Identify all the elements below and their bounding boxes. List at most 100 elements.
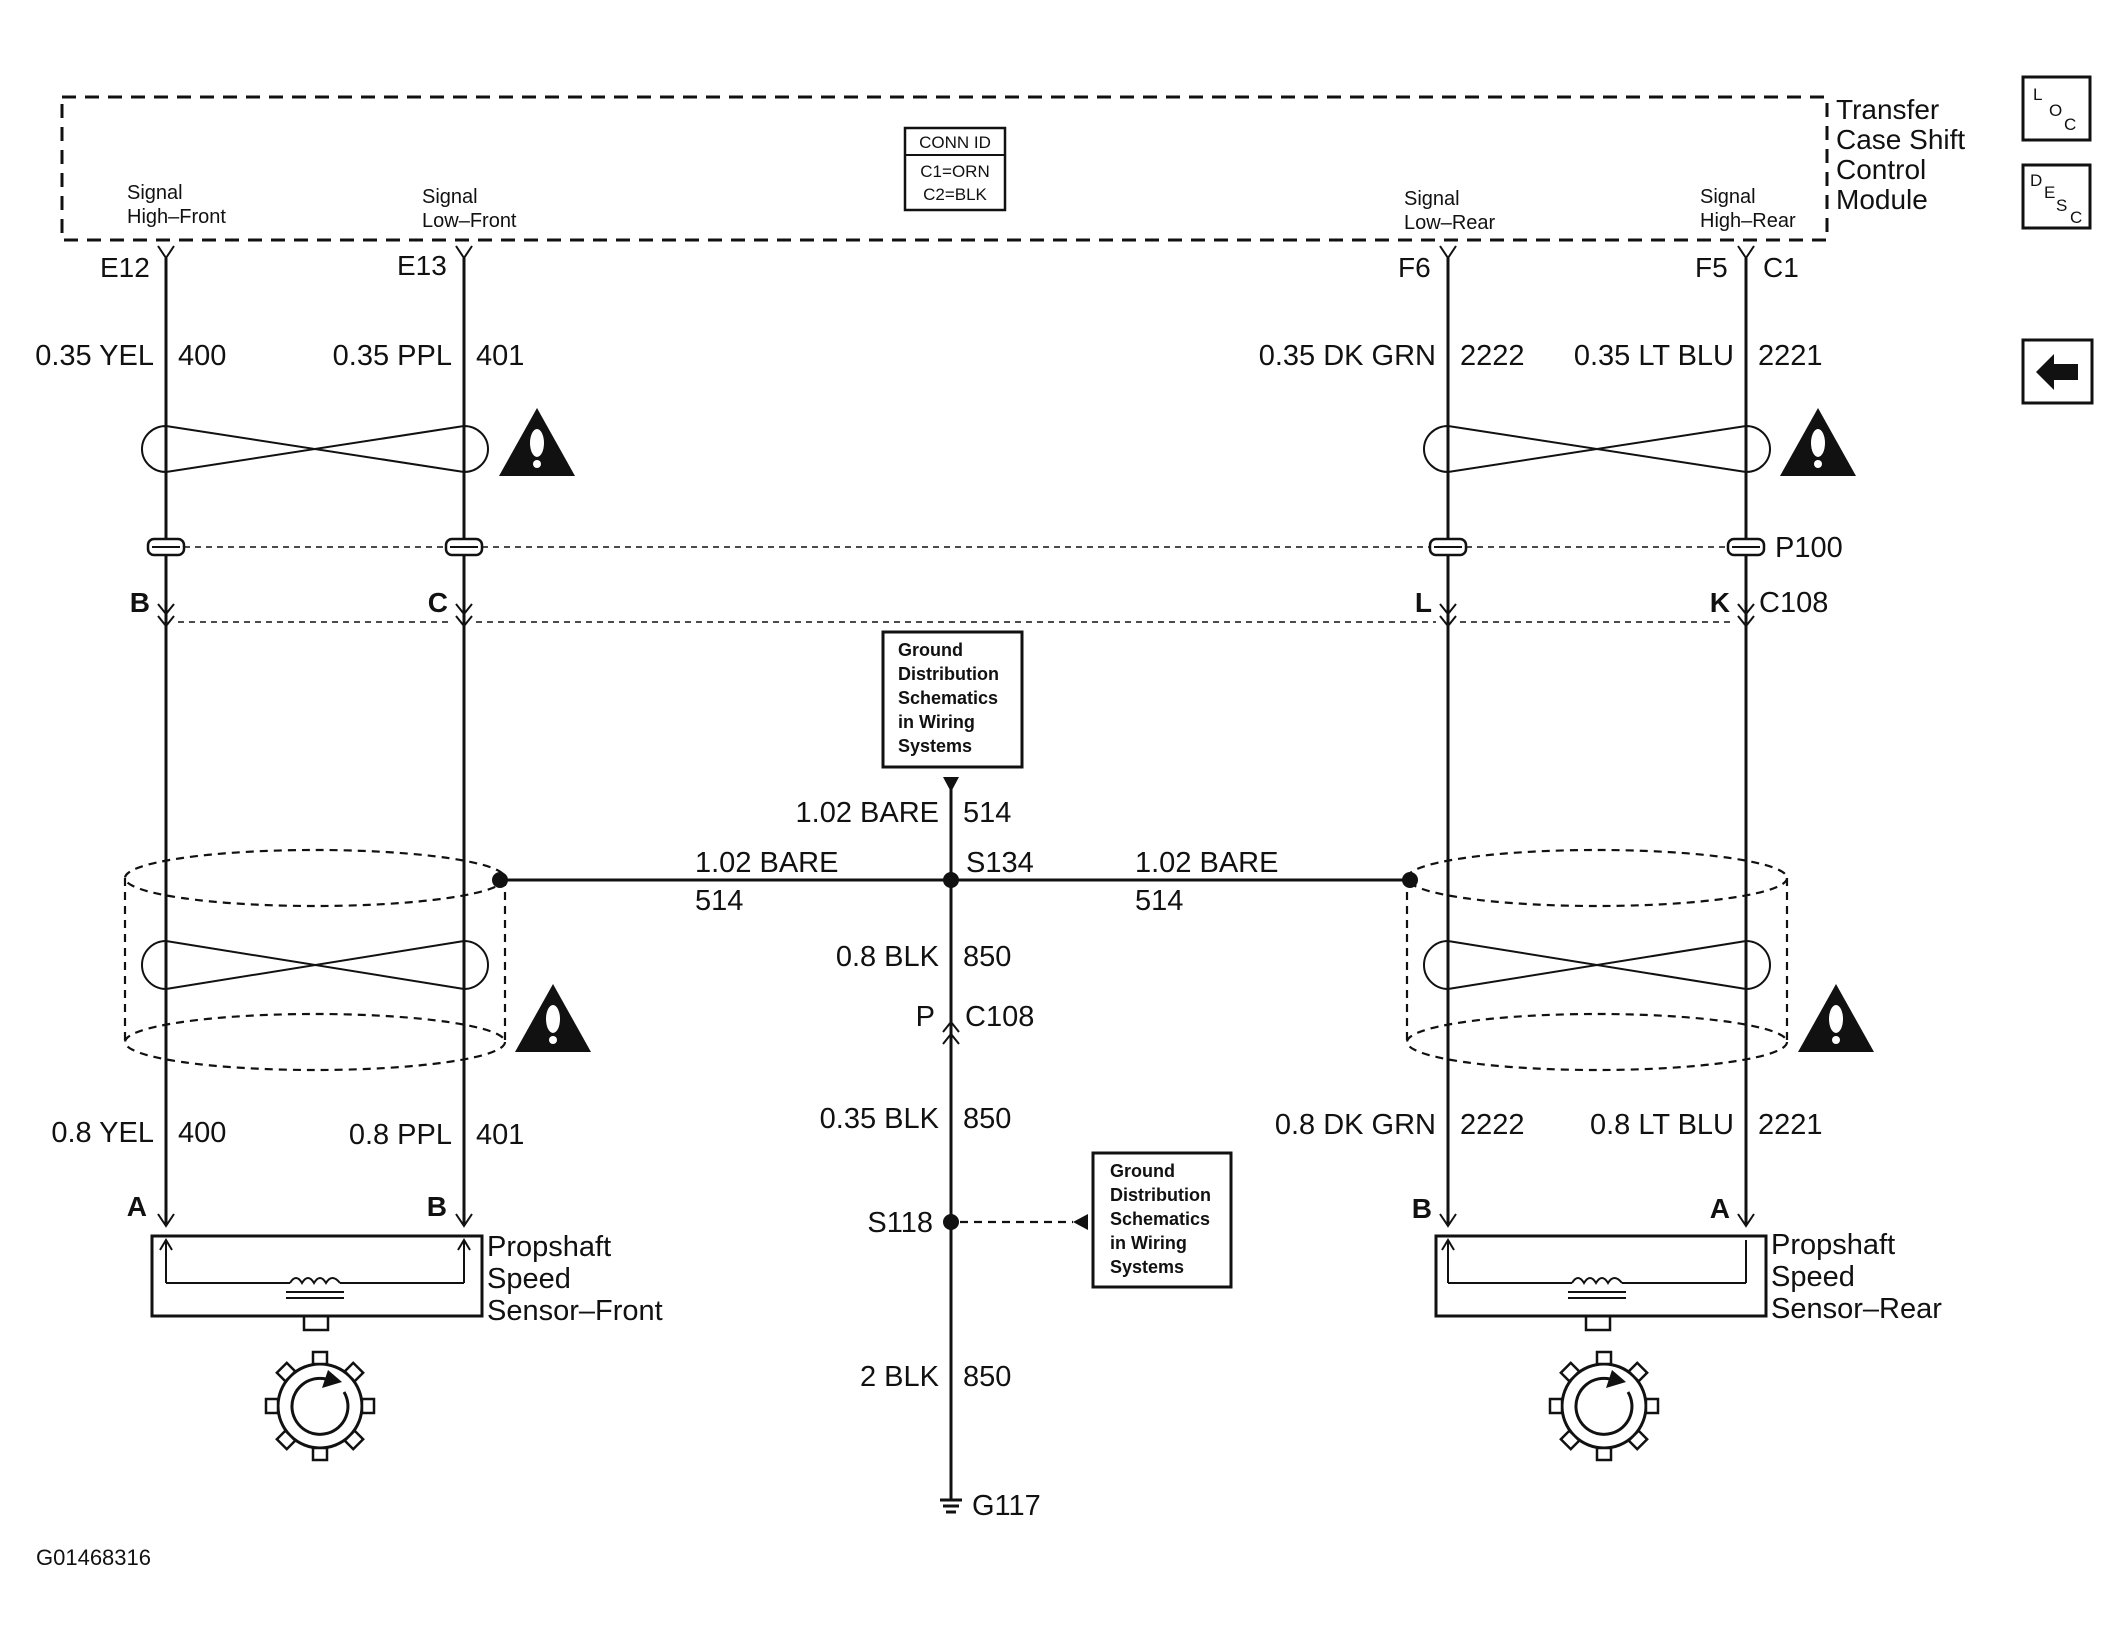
pin-e12: E12 — [100, 252, 150, 283]
conn-id-title: CONN ID — [919, 133, 991, 152]
ground-distribution-box-top[interactable]: Ground Distribution Schematics in Wiring… — [881, 630, 1024, 769]
s134-label: S134 — [966, 847, 1034, 879]
shielded-twisted-pair-front — [123, 848, 507, 1072]
splice-s118 — [943, 1214, 959, 1230]
loc-button[interactable]: L O C — [2021, 75, 2092, 142]
sensor-front-pin-b: B — [427, 1191, 447, 1222]
twisted-pair-rear-upper — [1423, 425, 1771, 473]
wire-400-circuit-upper: 400 — [178, 340, 226, 372]
wire-400-gauge-upper: 0.35 YEL — [35, 340, 154, 372]
module-name: Transfer Case Shift Control Module — [1836, 94, 1973, 215]
wire-401-circuit-lower: 401 — [476, 1119, 524, 1151]
s118-label: S118 — [867, 1207, 933, 1239]
arrow-left-icon — [2036, 354, 2078, 390]
signal-high-front-label: Signal High–Front — [127, 182, 226, 228]
ground-w2-gauge: 0.35 BLK — [820, 1103, 940, 1135]
svg-text:O: O — [2049, 101, 2062, 120]
wire-400-circuit-lower: 400 — [178, 1117, 226, 1149]
p100-label: P100 — [1775, 532, 1843, 564]
c108-label: C108 — [1759, 587, 1828, 619]
pin-e13: E13 — [397, 250, 447, 281]
drain-right-gauge: 1.02 BARE — [1135, 847, 1278, 879]
propshaft-speed-sensor-front — [150, 1234, 484, 1332]
module-outline — [60, 95, 1829, 242]
pin-c1: C1 — [1763, 252, 1799, 283]
svg-text:D: D — [2030, 171, 2042, 190]
wire-400-gauge-lower: 0.8 YEL — [51, 1117, 154, 1149]
wire-401-circuit-upper: 401 — [476, 340, 524, 372]
pin-f6: F6 — [1398, 252, 1431, 283]
propshaft-speed-sensor-rear — [1434, 1234, 1768, 1332]
ground-w3-circuit: 850 — [963, 1361, 1011, 1393]
caution-icon — [1780, 408, 1856, 476]
wire-2222-circuit-upper: 2222 — [1460, 340, 1525, 372]
wire-2222-circuit-lower: 2222 — [1460, 1109, 1525, 1141]
arrow-icon — [1073, 1214, 1088, 1230]
sensor-front-name: Propshaft Speed Sensor–Front — [487, 1231, 663, 1327]
caution-icon — [1798, 984, 1874, 1052]
transfer-case-shift-control-module: Transfer Case Shift Control Module Signa… — [60, 94, 1973, 242]
conn-id-box: CONN ID C1=ORN C2=BLK — [903, 126, 1007, 212]
sensor-rear-name: Propshaft Speed Sensor–Rear — [1771, 1229, 1942, 1325]
svg-text:Ground Distribution: Ground Distribution Schematics in Wiring… — [1110, 1161, 1216, 1277]
ground-w1-circuit: 850 — [963, 941, 1011, 973]
drain-left-gauge: 1.02 BARE — [695, 847, 838, 879]
wire-401-gauge-lower: 0.8 PPL — [349, 1119, 452, 1151]
signal-low-front-label: Signal Low–Front — [422, 186, 517, 232]
desc-button[interactable]: D E S C — [2021, 163, 2092, 230]
signal-high-rear-label: Signal High–Rear — [1700, 186, 1796, 232]
g117-label: G117 — [972, 1490, 1041, 1522]
c108-pin-c: C — [428, 587, 448, 618]
svg-text:L: L — [2033, 85, 2042, 104]
wire-401-gauge-upper: 0.35 PPL — [333, 340, 452, 372]
sensor-rear-pin-a: A — [1710, 1193, 1730, 1224]
reluctor-wheel-icon — [1548, 1350, 1660, 1462]
wire-2222-gauge-lower: 0.8 DK GRN — [1275, 1109, 1436, 1141]
caution-icon — [499, 408, 575, 476]
wire-2221-gauge-lower: 0.8 LT BLU — [1590, 1109, 1734, 1141]
drain-top-circuit: 514 — [963, 797, 1011, 829]
ground-w2-circuit: 850 — [963, 1103, 1011, 1135]
c108-pin-b: B — [130, 587, 150, 618]
module-connector-terminals — [157, 245, 1755, 260]
wire-2222-gauge-upper: 0.35 DK GRN — [1259, 340, 1436, 372]
wire-2221-gauge-upper: 0.35 LT BLU — [1574, 340, 1734, 372]
ground-symbol-icon — [940, 1460, 962, 1514]
caution-icon — [515, 984, 591, 1052]
back-arrow-button[interactable] — [2021, 338, 2094, 405]
drain-top-gauge: 1.02 BARE — [796, 797, 939, 829]
svg-text:E: E — [2044, 183, 2055, 202]
c108-ground-terminal — [942, 1020, 960, 1045]
splice-s134 — [943, 872, 959, 888]
conn-id-c1: C1=ORN — [920, 162, 989, 181]
drain-right-circuit: 514 — [1135, 885, 1183, 917]
svg-text:C: C — [2070, 208, 2082, 227]
c108-pin-l: L — [1415, 587, 1432, 618]
sensor-connector-terminals — [157, 1213, 1755, 1228]
ground-conn-pin: P — [916, 1001, 935, 1033]
svg-text:C: C — [2064, 115, 2076, 134]
c108-inline-connector — [157, 603, 1755, 628]
shielded-twisted-pair-rear — [1405, 848, 1789, 1072]
svg-text:Ground Distribution: Ground Distribution Schematics in Wiring… — [898, 640, 1004, 756]
twisted-pair-front-upper — [141, 425, 489, 473]
conn-id-c2: C2=BLK — [923, 185, 987, 204]
ground-w3-gauge: 2 BLK — [860, 1361, 940, 1393]
svg-text:S: S — [2056, 196, 2067, 215]
sensor-rear-pin-b: B — [1412, 1193, 1432, 1224]
pin-f5: F5 — [1695, 252, 1728, 283]
sensor-front-pin-a: A — [127, 1191, 147, 1222]
figure-id: G01468316 — [36, 1545, 151, 1570]
wire-2221-circuit-lower: 2221 — [1758, 1109, 1823, 1141]
drain-left-circuit: 514 — [695, 885, 743, 917]
wire-2221-circuit-upper: 2221 — [1758, 340, 1823, 372]
reluctor-wheel-icon — [264, 1350, 376, 1462]
ground-distribution-box-bottom[interactable]: Ground Distribution Schematics in Wiring… — [1091, 1151, 1233, 1289]
p100-splice-pack — [146, 537, 1766, 557]
c108-pin-k: K — [1710, 587, 1730, 618]
ground-conn-label: C108 — [965, 1001, 1034, 1033]
ground-w1-gauge: 0.8 BLK — [836, 941, 940, 973]
signal-low-rear-label: Signal Low–Rear — [1404, 188, 1496, 234]
